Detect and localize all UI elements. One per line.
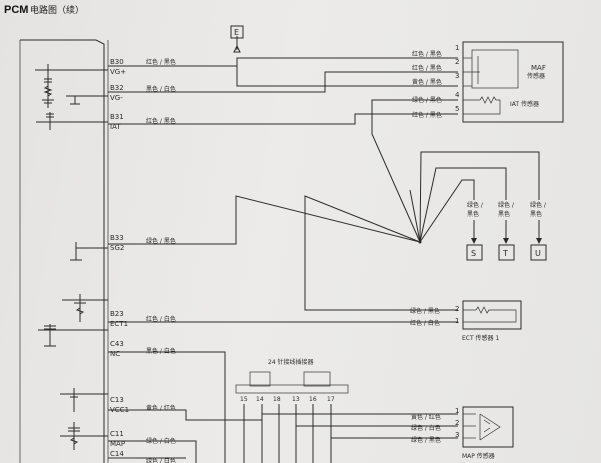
pcm-internal-circuit (35, 64, 108, 450)
wire-color-label: 黄色 / 红色 (146, 404, 176, 412)
ect-sensor: 绿色 / 黑色 红色 / 白色 红色 / 白色 2 1 ECT 传感器 1 (108, 300, 522, 342)
pin-number: 1 (455, 44, 459, 52)
pin-number: 4 (455, 91, 460, 99)
pin-number: 3 (455, 431, 459, 439)
connector-24pin: 24 针接线插接器 15 14 18 13 16 17 (235, 358, 349, 463)
pin-function-label: IAT (110, 123, 121, 131)
pin-number: 1 (455, 407, 459, 415)
terminal-e: E (230, 25, 244, 39)
wire-color-label: 绿色 / (498, 201, 515, 209)
pin-label: C13 (110, 396, 124, 404)
map-sensor: 1 2 3 MAP 传感器 (455, 406, 514, 460)
wire-color-label: 红色 / 黑色 (412, 64, 442, 72)
sensor-signal-terminals: 绿色 / 黑色 绿色 / 黑色 绿色 / 黑色 S T U (466, 201, 547, 261)
wire-color-label: 绿色 / 黑色 (412, 96, 442, 104)
wire-color-label: 绿色 / 黑色 (146, 237, 176, 245)
pin-function-label: MAP (110, 440, 125, 448)
wire-color-label: 红色 / 黑色 (146, 117, 176, 125)
connector-label: 24 针接线插接器 (268, 358, 314, 366)
connector-pin: 18 (273, 396, 281, 403)
pin-label: B31 (110, 113, 124, 121)
maf-label: MAF (531, 64, 546, 72)
wire-color-label: 绿色 / 白色 (411, 424, 441, 432)
wire-color-label: 黄色 / 红色 (411, 413, 441, 421)
pin-label: B33 (110, 234, 124, 242)
wire-color-label: 绿色 / 白色 (146, 457, 176, 463)
connector-pin: 13 (292, 396, 300, 403)
wire-color-label: 黑色 (467, 210, 479, 218)
pin-label: B30 (110, 58, 124, 66)
connector-pin: 17 (327, 396, 335, 403)
terminal-label: T (502, 249, 508, 258)
wire-color-label: 红色 / 黑色 (412, 111, 442, 119)
pcm-pin-labels: B30 VG+ B32 VG- B31 IAT B33 SG2 B23 ECT1… (110, 58, 129, 458)
wire-color-label: 黑色 / 白色 (146, 85, 176, 93)
pin-number: 1 (455, 317, 459, 325)
pin-number: 5 (455, 105, 459, 113)
connector-pin: 14 (256, 396, 264, 403)
terminal-label: S (471, 249, 476, 258)
pin-label: B32 (110, 84, 124, 92)
terminal-label: E (234, 28, 239, 37)
page-subtitle: 电路图（续） (30, 4, 84, 16)
pin-function-label: SG2 (110, 244, 124, 252)
ect-label: ECT 传感器 1 (462, 334, 499, 342)
pin-function-label: VG+ (110, 68, 126, 76)
wire-color-label: 绿色 / 黑色 (411, 436, 441, 444)
maf-label: 传感器 (527, 72, 545, 80)
pin-label: C43 (110, 340, 124, 348)
wire-color-label: 黄色 / 黑色 (412, 78, 442, 86)
pin-function-label: ECT1 (110, 320, 128, 328)
nc-wire: 黑色 / 白色 (108, 347, 226, 463)
iat-label: IAT 传感器 (510, 100, 539, 108)
pin-function-label: NC (110, 350, 120, 358)
pin-function-label: VG- (110, 94, 123, 102)
wire-color-label: 绿色 / (467, 201, 484, 209)
pin-number: 2 (455, 305, 459, 313)
wire-color-label: 红色 / 黑色 (412, 50, 442, 58)
maf-wiring: 红色 / 黑色 红色 / 黑色 黄色 / 黑色 黑色 / 白色 红色 / 黑色 … (108, 36, 458, 243)
pin-number: 2 (455, 58, 459, 66)
connector-pin: 15 (240, 396, 248, 403)
map-label: MAP 传感器 (462, 452, 495, 460)
wire-color-label: 黑色 / 白色 (146, 347, 176, 355)
wire-color-label: 黑色 (498, 210, 510, 218)
wire-color-label: 黑色 (530, 210, 542, 218)
wire-color-label: 绿色 / 白色 (146, 437, 176, 445)
pin-number: 2 (455, 419, 459, 427)
wire-color-label: 红色 / 白色 (146, 315, 176, 323)
connector-pin: 16 (309, 396, 317, 403)
pin-label: C14 (110, 450, 124, 458)
pcm-module (19, 39, 109, 463)
pin-number: 3 (455, 72, 459, 80)
map-wiring: 黄色 / 红色 黄色 / 红色 绿色 / 白色 绿色 / 白色 绿色 / 黑色 … (108, 404, 458, 463)
page-title: PCM (4, 4, 28, 16)
wire-color-label: 红色 / 黑色 (146, 58, 176, 66)
sg2-ground-star: 绿色 / 黑色 (108, 151, 540, 311)
wire-color-label: 绿色 / 黑色 (410, 307, 440, 315)
wire-color-label: 绿色 / (530, 201, 547, 209)
pin-label: C11 (110, 430, 124, 438)
pin-label: B23 (110, 310, 124, 318)
wire-color-label: 红色 / 白色 (410, 319, 440, 327)
maf-iat-sensor: 1 2 3 4 5 MAF 传感器 IAT 传感器 (455, 41, 564, 123)
terminal-label: U (535, 249, 541, 258)
